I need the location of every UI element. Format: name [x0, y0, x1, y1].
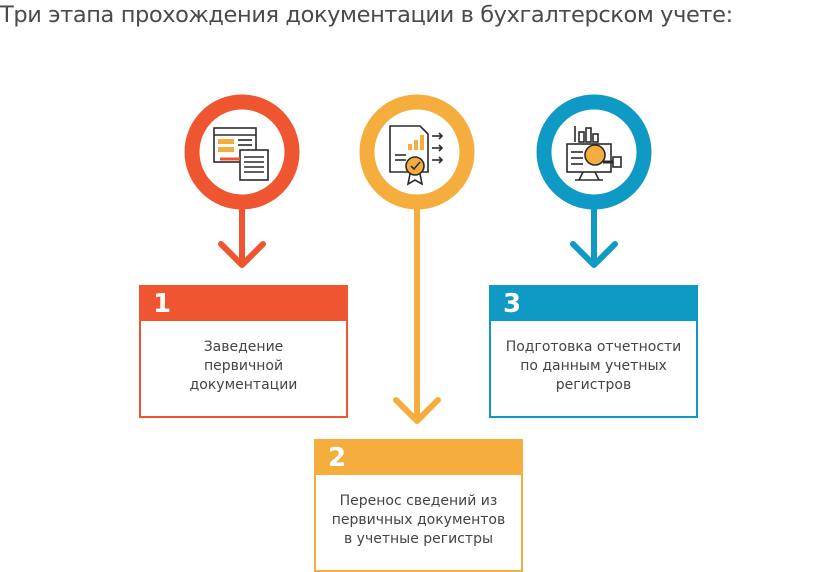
- document-to-ledger-icon: [213, 127, 269, 181]
- step-1-card: 1 Заведение первичной документации: [139, 285, 348, 418]
- step-1-number: 1: [141, 287, 346, 321]
- step-3-number: 3: [491, 287, 696, 321]
- step-3-connector: [536, 94, 652, 268]
- certified-report-icon: [389, 125, 444, 186]
- step-3-text: Подготовка отчетности по данным учетных …: [505, 339, 682, 393]
- step-2-number: 2: [316, 441, 521, 475]
- step-1-connector: [184, 94, 300, 268]
- step-3-card: 3 Подготовка отчетности по данным учетны…: [489, 285, 698, 418]
- step-2-text: Перенос сведений из первичных документов…: [331, 493, 506, 547]
- step-1-text: Заведение первичной документации: [189, 339, 298, 393]
- step-2-card: 2 Перенос сведений из первичных документ…: [314, 439, 523, 572]
- analytics-monitor-icon: [566, 126, 622, 181]
- page-title: Три этапа прохождения документации в бух…: [0, 2, 733, 28]
